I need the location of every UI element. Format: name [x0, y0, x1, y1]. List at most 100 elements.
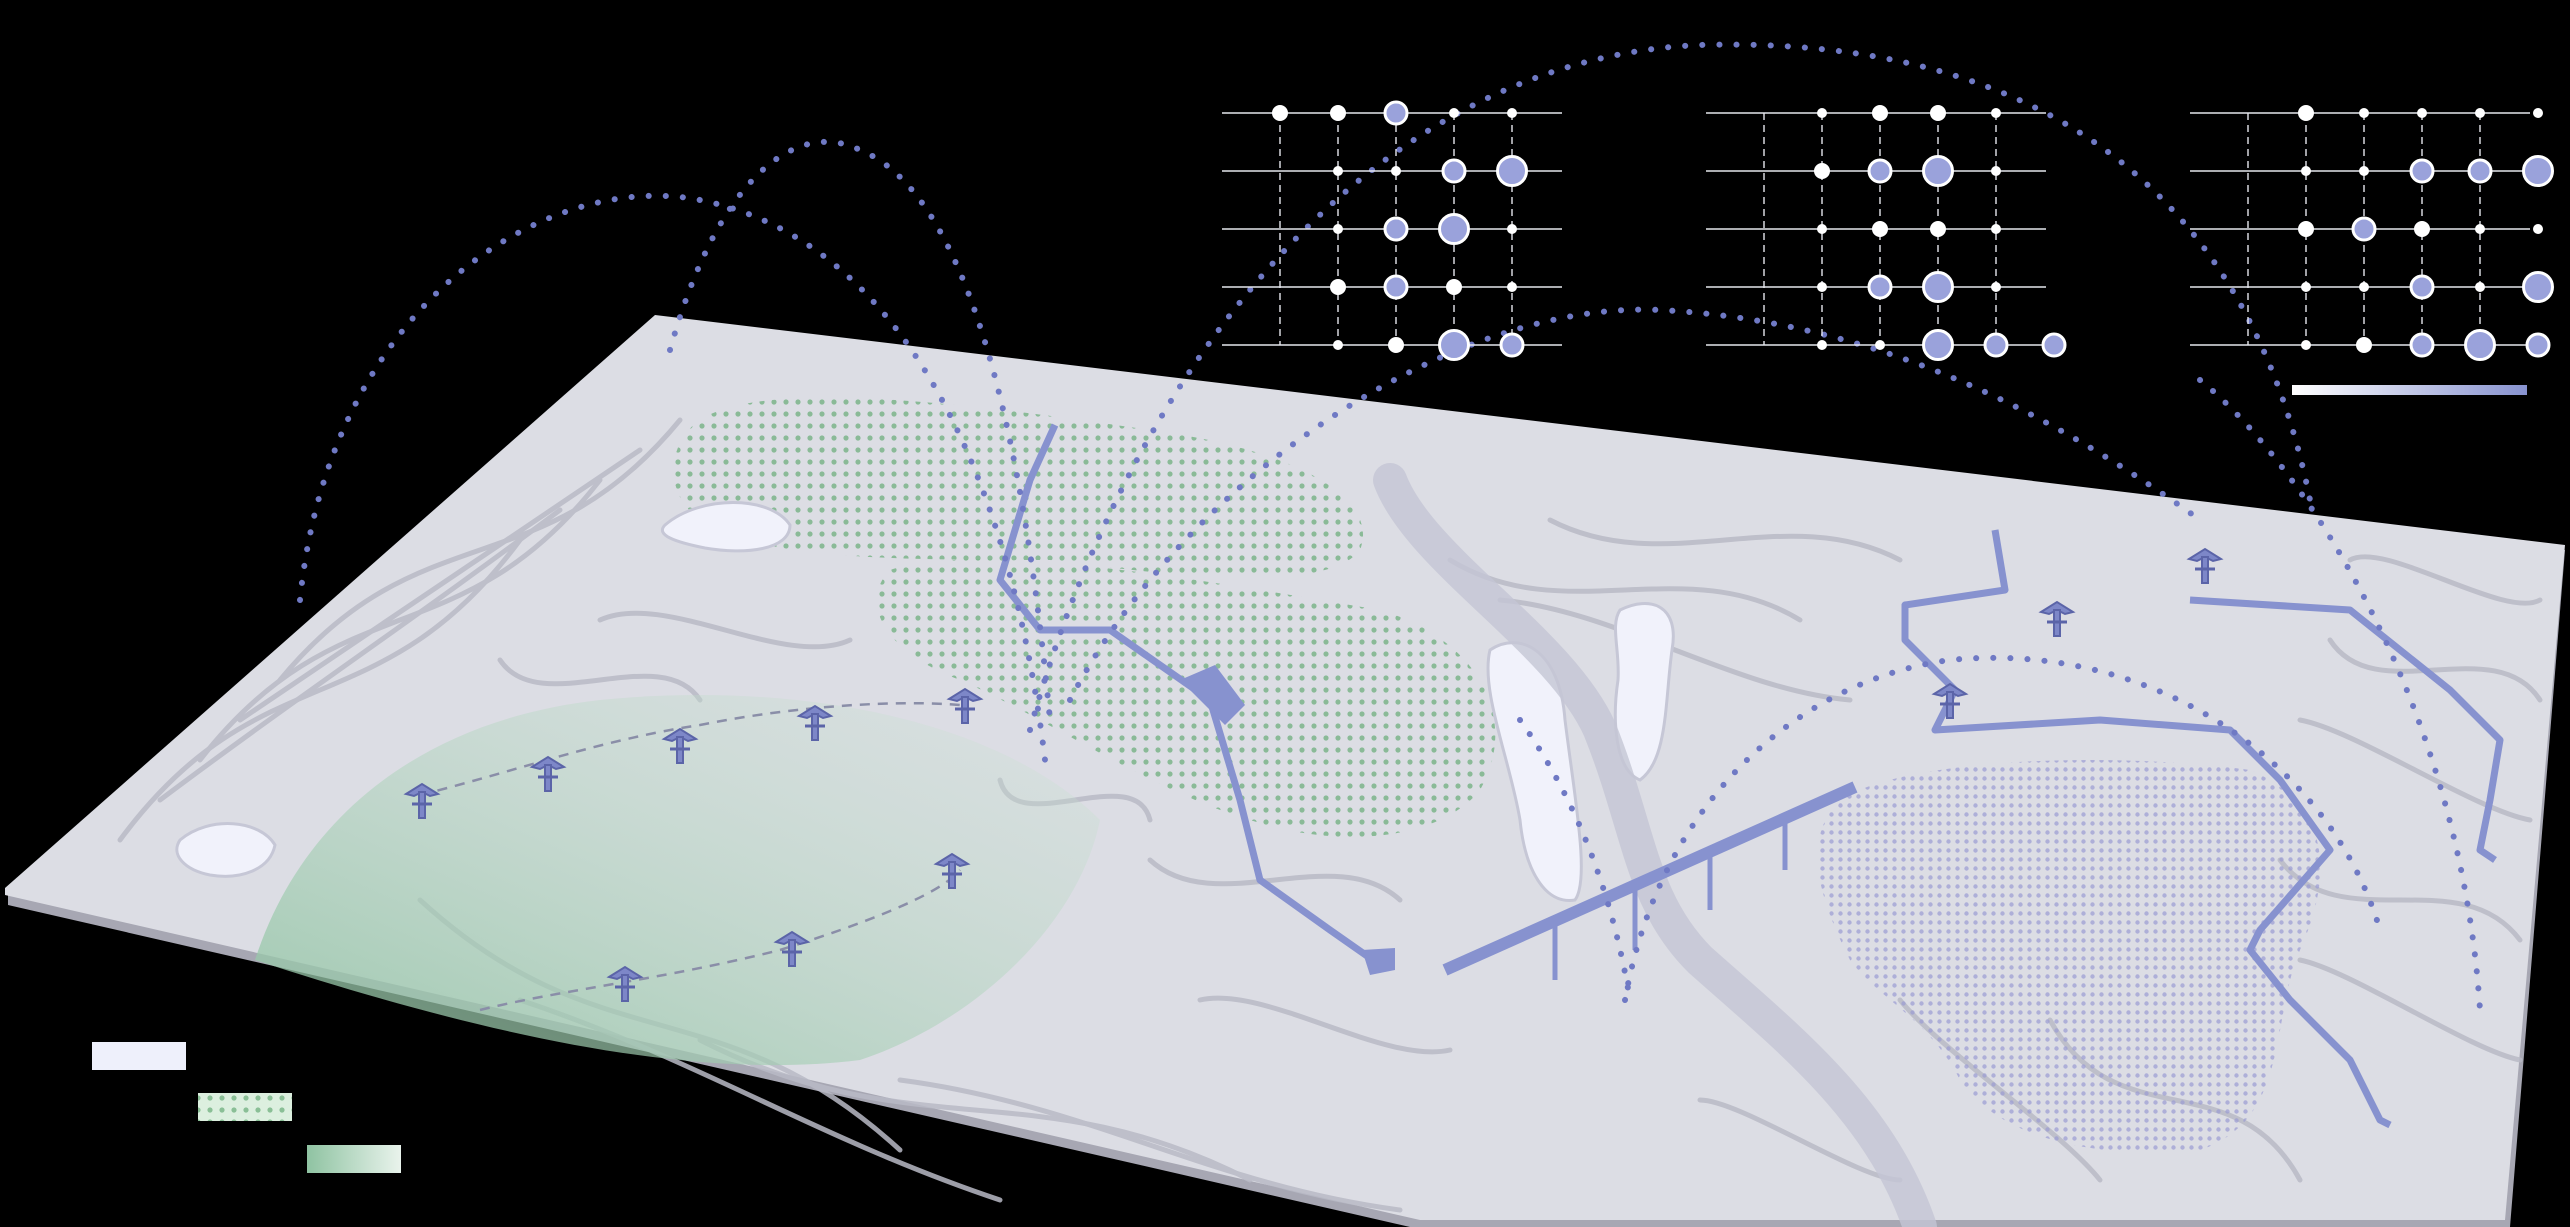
bubble-mark: [1875, 340, 1885, 350]
scale-bar: [2292, 385, 2527, 395]
contour-line: [2347, 554, 2543, 606]
bubble-mark: [1449, 108, 1459, 118]
arc-mid: [1067, 306, 2203, 703]
bubble-mark: [1383, 100, 1409, 126]
bubble-mark: [2409, 274, 2435, 300]
path-northeast: [2189, 596, 2504, 863]
bubble-mark: [2522, 155, 2554, 187]
contour-line: [237, 447, 643, 723]
tree-marker-icon: [2186, 547, 2224, 584]
bubble-mark: [1330, 279, 1346, 295]
contour-line: [277, 417, 683, 683]
boardwalk-paths: [996, 423, 2504, 1129]
river: [1373, 463, 1937, 1227]
contour-line: [697, 1037, 1253, 1183]
bubble-mark: [2301, 282, 2311, 292]
bubble-mark: [1333, 340, 1343, 350]
bubble-mark: [2356, 337, 2372, 353]
tree-marker-icon: [606, 965, 644, 1002]
pond-north: [661, 501, 792, 553]
bubble-mark: [2359, 282, 2369, 292]
bubble-mark: [1507, 282, 1517, 292]
bubble-mark: [1438, 213, 1470, 245]
tree-marker-icon: [796, 704, 834, 741]
bubble-mark: [2464, 329, 2496, 361]
forest-dots-overlay: [198, 1093, 292, 1121]
bubble-chart: [2190, 105, 2554, 361]
contour-line: [1147, 857, 1403, 903]
contour-line: [597, 610, 853, 650]
contour-line: [1197, 995, 1453, 1055]
bubble-mark: [2359, 108, 2369, 118]
water-pond-swatch: [92, 1042, 186, 1070]
bubble-mark: [1922, 271, 1954, 303]
bubble-mark: [2301, 166, 2311, 176]
contour-line: [2297, 957, 2523, 1063]
bubble-mark: [2298, 221, 2314, 237]
bubble-mark: [1930, 221, 1946, 237]
bridge-deck: [1442, 781, 1858, 976]
path-north: [996, 423, 1383, 968]
tree-marker-icon: [946, 687, 984, 724]
contour-line: [157, 507, 563, 803]
bridge: [1442, 781, 1858, 980]
bubble-chart: [1706, 105, 2067, 361]
bridge-piers: [1552, 822, 1788, 980]
bubble-mark: [1391, 166, 1401, 176]
bubble-mark: [2041, 332, 2067, 358]
meadow-gradient-swatch: [307, 1145, 401, 1173]
bubble-mark: [1446, 279, 1462, 295]
bubble-mark: [1872, 221, 1888, 237]
bubble-mark: [2298, 105, 2314, 121]
bubble-mark: [1922, 155, 1954, 187]
tree-marker-icon: [2038, 600, 2076, 637]
bubble-mark: [2467, 158, 2493, 184]
bubble-mark: [1991, 166, 2001, 176]
arc-great: [1027, 41, 2313, 733]
bubble-mark: [1272, 105, 1288, 121]
bubble-mark: [1817, 282, 1827, 292]
bubble-mark: [2525, 332, 2551, 358]
bubble-mark: [1991, 282, 2001, 292]
contour-line: [2327, 637, 2543, 703]
bubble-grid-charts: [1222, 100, 2554, 361]
contour-line: [897, 1077, 1403, 1213]
contour-line: [1447, 557, 1803, 623]
contour-line: [197, 477, 603, 763]
tree-marker-icon: [403, 782, 441, 819]
bubble-mark: [1983, 332, 2009, 358]
bubble-chart: [1222, 100, 1562, 361]
bubble-mark: [1330, 105, 1346, 121]
tree-markers: [403, 547, 2224, 1002]
pond-west: [175, 822, 277, 878]
bubble-mark: [2475, 224, 2485, 234]
bubble-mark: [1867, 274, 1893, 300]
bubble-mark: [1922, 329, 1954, 361]
pavilion-north: [1180, 665, 1245, 725]
connection-arcs: [297, 41, 2483, 1013]
arc-south: [1622, 654, 2383, 1003]
contour-line: [2297, 717, 2533, 823]
bubble-mark: [1814, 163, 1830, 179]
bubble-mark: [2475, 108, 2485, 118]
tree-marker-icon: [933, 852, 971, 889]
bubble-mark: [1441, 158, 1467, 184]
contour-line: [1497, 597, 1853, 703]
tree-route: [419, 701, 961, 1012]
bubble-mark: [2351, 216, 2377, 242]
bubble-mark: [1817, 340, 1827, 350]
bubble-mark: [1383, 216, 1409, 242]
arc-river: [1517, 717, 1633, 1003]
pavilion-south: [1362, 948, 1395, 975]
path-pavilions: [1180, 665, 1395, 975]
bubble-mark: [1507, 108, 1517, 118]
bubble-mark: [1499, 332, 1525, 358]
wetland-zone: [1817, 760, 2321, 1153]
bubble-mark: [1867, 158, 1893, 184]
bubble-mark: [1383, 274, 1409, 300]
contour-line: [1547, 517, 1903, 563]
bubble-mark: [2533, 224, 2543, 234]
bubble-mark: [2522, 271, 2554, 303]
bubble-mark: [1872, 105, 1888, 121]
bubble-mark: [2409, 332, 2435, 358]
